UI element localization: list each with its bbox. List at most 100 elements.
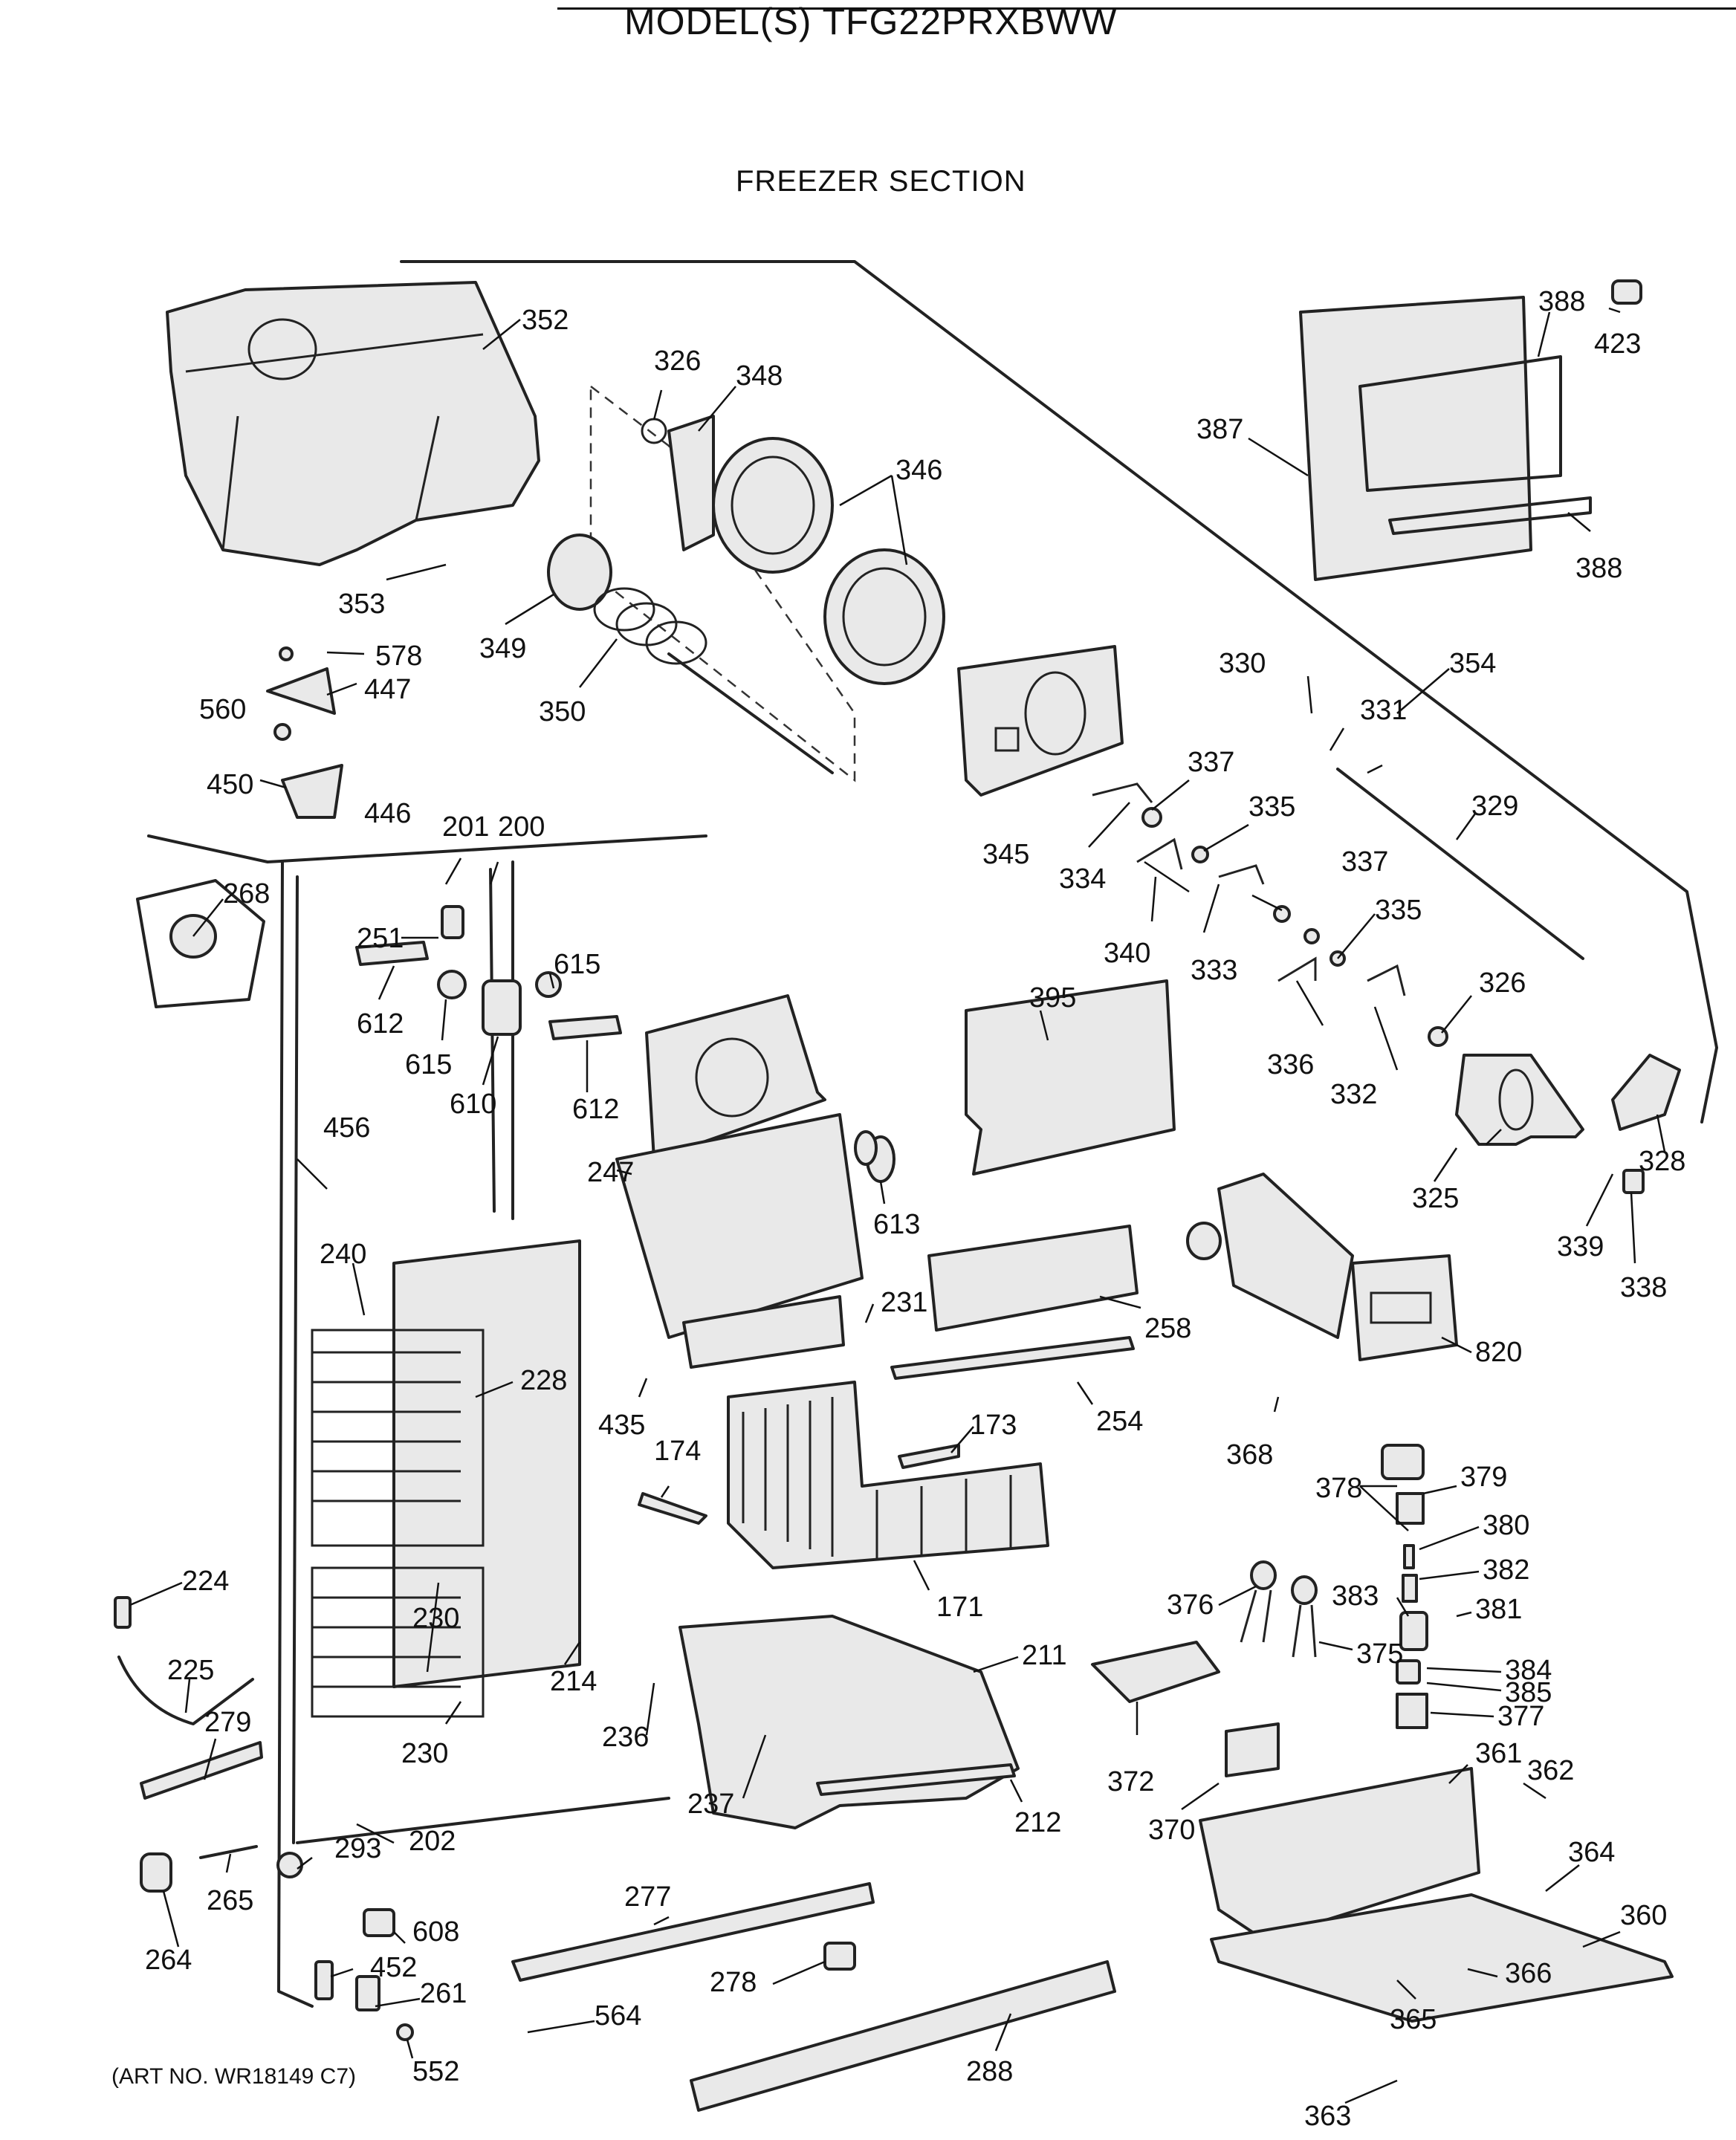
dispenser-motor-housing: [1091, 1641, 1674, 2023]
callout-363: 363: [1304, 2101, 1351, 2132]
callout-230-mid: 230: [412, 1603, 459, 1634]
leader-lines: [129, 307, 1666, 2104]
callout-332: 332: [1330, 1079, 1377, 1110]
callout-362: 362: [1527, 1755, 1574, 1786]
ice-tray-cover: [927, 1225, 1139, 1332]
callout-251: 251: [357, 923, 404, 954]
callout-171: 171: [936, 1592, 983, 1623]
callout-552: 552: [412, 2056, 459, 2087]
callout-368: 368: [1226, 1439, 1273, 1471]
model-title: MODEL(S) TFG22PRXBWW: [624, 1, 1118, 42]
callout-212: 212: [1014, 1807, 1061, 1838]
freezer-basket: [727, 1381, 1049, 1569]
callout-201: 201: [442, 811, 489, 843]
callout-277: 277: [624, 1881, 671, 1913]
evaporator: [311, 1239, 581, 1718]
callout-334: 334: [1059, 863, 1106, 895]
callout-446: 446: [364, 798, 411, 829]
callout-293: 293: [334, 1833, 381, 1864]
callout-615-top: 615: [554, 949, 600, 980]
callout-352: 352: [522, 305, 569, 336]
callout-370: 370: [1148, 1815, 1195, 1846]
callout-240: 240: [320, 1239, 366, 1270]
callout-279: 279: [204, 1707, 251, 1738]
callout-345: 345: [982, 839, 1029, 870]
retainer-plate: [667, 415, 715, 551]
callout-388-bottom: 388: [1575, 553, 1622, 584]
callout-395: 395: [1029, 982, 1076, 1014]
callout-613: 613: [873, 1209, 920, 1240]
callout-435: 435: [598, 1410, 645, 1441]
callout-820: 820: [1475, 1337, 1522, 1368]
toe-grille: [690, 1960, 1116, 2112]
callout-228: 228: [520, 1365, 567, 1396]
callout-385: 385: [1505, 1677, 1552, 1708]
callout-325: 325: [1412, 1183, 1459, 1214]
callout-615-bottom: 615: [405, 1049, 452, 1080]
callout-336: 336: [1267, 1049, 1314, 1080]
ice-tray-rail: [890, 1336, 1135, 1380]
cabinet-frame: [147, 834, 707, 2008]
shelf-support: [638, 1492, 707, 1525]
header-rule: [557, 7, 1736, 10]
callout-608: 608: [412, 1916, 459, 1948]
callout-202: 202: [409, 1826, 456, 1857]
fan-housing: [615, 994, 864, 1369]
callout-372: 372: [1107, 1766, 1154, 1797]
auger-motor-housing: [1455, 1054, 1584, 1146]
callout-288: 288: [966, 2056, 1013, 2087]
callout-350: 350: [539, 696, 586, 727]
dispenser-door: [1299, 279, 1642, 581]
callout-353: 353: [338, 588, 385, 620]
callout-330: 330: [1219, 648, 1266, 679]
auger-assembly-box: [589, 384, 856, 782]
callout-339: 339: [1557, 1231, 1604, 1262]
callout-564: 564: [595, 2000, 641, 2032]
dispenser-chute-flap: [1611, 1054, 1681, 1131]
callout-382: 382: [1483, 1554, 1529, 1586]
callout-261: 261: [420, 1978, 467, 2009]
callout-387: 387: [1196, 414, 1243, 445]
callout-335-top: 335: [1248, 791, 1295, 823]
callout-560: 560: [199, 694, 246, 725]
callout-326-mid: 326: [1479, 967, 1526, 999]
callout-361: 361: [1475, 1738, 1522, 1769]
callout-381: 381: [1475, 1594, 1522, 1625]
callout-450: 450: [207, 769, 253, 800]
callout-230-low: 230: [401, 1738, 448, 1769]
callout-326: 326: [654, 346, 701, 377]
ice-bucket: [166, 281, 540, 566]
callout-366: 366: [1505, 1958, 1552, 1989]
callout-328: 328: [1639, 1146, 1685, 1177]
art-number: (ART NO. WR18149 C7): [111, 2064, 356, 2089]
callout-612-right: 612: [572, 1094, 619, 1125]
callout-173: 173: [970, 1410, 1017, 1441]
lamp-box: [136, 879, 265, 1008]
icemaker: [1186, 1173, 1458, 1361]
washer: [641, 418, 667, 444]
callout-254: 254: [1096, 1406, 1143, 1437]
callout-338: 338: [1620, 1272, 1667, 1303]
callout-384: 384: [1505, 1655, 1552, 1686]
callout-383: 383: [1332, 1580, 1379, 1612]
callout-211: 211: [1022, 1640, 1067, 1671]
evaporator-cover: [965, 979, 1176, 1176]
callout-labels: 352 326 348 346 388 423 387 388 353 349 …: [145, 286, 1685, 2132]
section-title: FREEZER SECTION: [736, 165, 1026, 198]
auger-spring: [593, 587, 834, 774]
auger-bearing: [547, 534, 612, 611]
callout-447: 447: [364, 674, 411, 705]
callout-364: 364: [1568, 1837, 1615, 1868]
callout-268: 268: [223, 878, 270, 910]
fan-blade: [854, 1130, 895, 1183]
callout-379: 379: [1460, 1462, 1507, 1493]
callout-349: 349: [479, 633, 526, 664]
callout-388-top: 388: [1538, 286, 1585, 317]
crusher-blades: [712, 437, 945, 685]
callout-337-top: 337: [1188, 747, 1234, 778]
dispenser-lever-parts: [266, 646, 343, 819]
solenoid-assembly: [1381, 1444, 1428, 1729]
callout-365: 365: [1390, 2004, 1437, 2035]
callout-376: 376: [1167, 1589, 1214, 1621]
